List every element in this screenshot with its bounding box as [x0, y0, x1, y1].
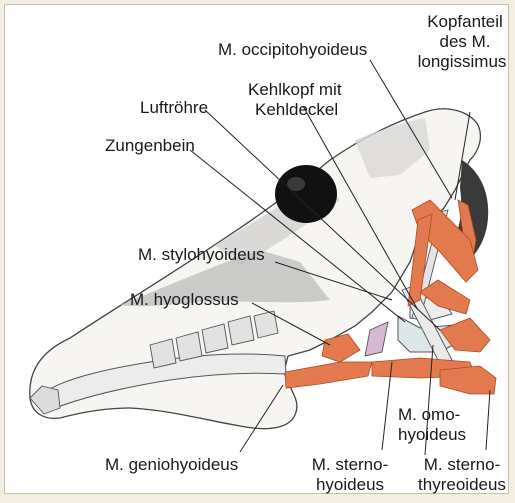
label-kopfanteil-3: longissimus: [414, 52, 510, 72]
label-kehlkopf-2: Kehldeckel: [255, 100, 338, 120]
leader-sternothyreoideus: [486, 390, 490, 450]
label-omohyoideus-1: M. omo-: [398, 405, 460, 425]
m-geniohyoideus-shape: [285, 362, 372, 388]
label-occipitohyoideus: M. occipitohyoideus: [218, 40, 367, 60]
epiglottis: [365, 322, 388, 356]
label-sternohyoideus-1: M. sterno-: [300, 455, 400, 475]
label-stylohyoideus: M. stylohyoideus: [138, 245, 265, 265]
label-kehlkopf-1: Kehlkopf mit: [248, 80, 342, 100]
label-omohyoideus-2: hyoideus: [398, 425, 466, 445]
label-luftroehre: Luftröhre: [140, 98, 208, 118]
label-kopfanteil-2: des M.: [420, 32, 510, 52]
label-sternothyreoideus-2: thyreoideus: [412, 475, 512, 495]
label-kopfanteil-1: Kopfanteil: [420, 12, 510, 32]
eye-orbit: [275, 165, 337, 223]
m-sternothyreoideus-shape: [440, 366, 496, 394]
label-hyoglossus: M. hyoglossus: [130, 290, 239, 310]
label-sternothyreoideus-1: M. sterno-: [412, 455, 512, 475]
label-zungenbein: Zungenbein: [105, 136, 195, 156]
label-geniohyoideus: M. geniohyoideus: [105, 455, 238, 475]
label-sternohyoideus-2: hyoideus: [300, 475, 400, 495]
